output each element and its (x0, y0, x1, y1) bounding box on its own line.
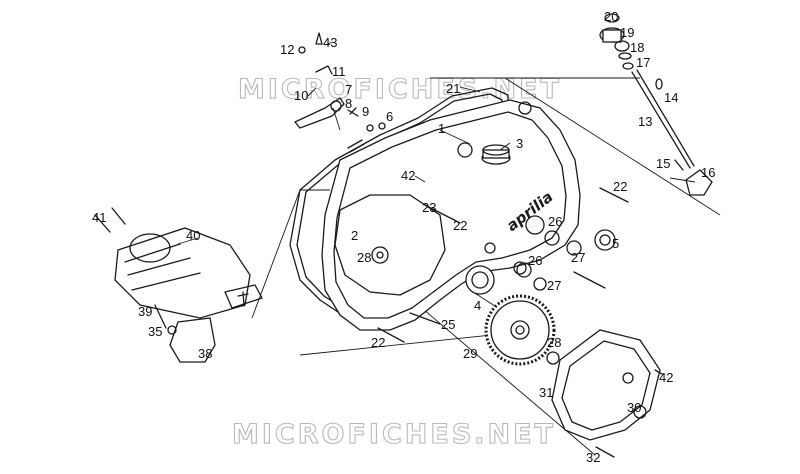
cover-port (525, 215, 545, 235)
cover-boss-3 (513, 261, 527, 275)
callout-5: 5 (612, 236, 619, 251)
callout-31: 31 (539, 385, 553, 400)
washer-35 (167, 325, 177, 335)
cover-boss-1 (457, 142, 473, 158)
callout-25: 25 (441, 317, 455, 332)
callout-27-upper: 27 (571, 250, 585, 265)
side-cover-30 (551, 329, 663, 441)
crankcase-cover (321, 99, 581, 331)
callout-labels: 1 2 3 4 5 6 7 8 9 10 11 12 13 14 15 16 1… (92, 9, 715, 465)
callout-10: 10 (294, 88, 308, 103)
starter-motor (114, 227, 263, 363)
bolt-22-upper (424, 204, 461, 224)
callout-8: 8 (345, 96, 352, 111)
callout-39: 39 (138, 304, 152, 319)
callout-42-cover: 42 (401, 168, 415, 183)
callout-2: 2 (351, 228, 358, 243)
screw-32 (595, 446, 615, 458)
kickstart-shaft-assembly (599, 13, 713, 196)
callout-27-lower: 27 (547, 278, 561, 293)
callout-18: 18 (630, 40, 644, 55)
callout-21: 21 (446, 81, 460, 96)
callout-30: 30 (627, 400, 641, 415)
watermark-bottom: MICROFICHES.NET (232, 419, 556, 450)
callout-14: 14 (664, 90, 678, 105)
cover-flange (333, 111, 567, 319)
callout-41: 41 (92, 210, 106, 225)
callout-1: 1 (438, 121, 445, 136)
bolt-41b (111, 207, 126, 225)
plug-27a (566, 240, 582, 256)
filler-plug-cap (482, 144, 510, 156)
callout-22-mid: 22 (453, 218, 467, 233)
bolt-25 (409, 312, 441, 325)
callout-19: 19 (620, 25, 634, 40)
seal-4-bore (471, 271, 489, 289)
callout-11: 11 (332, 64, 346, 79)
callout-29: 29 (463, 346, 477, 361)
oil-seal-5 (594, 229, 616, 251)
filler-plug-top (482, 149, 510, 159)
callout-28-gear: 28 (547, 335, 561, 350)
bolt-22-right (599, 187, 629, 203)
callout-7: 7 (345, 82, 352, 97)
callout-42-side: 42 (659, 370, 673, 385)
leader-lines (177, 41, 696, 245)
callout-26-lower: 26 (528, 253, 542, 268)
callout-32: 32 (586, 450, 600, 465)
seal-4 (465, 265, 495, 295)
callout-6: 6 (386, 109, 393, 124)
callout-16: 16 (701, 165, 715, 180)
oring-26b (516, 262, 532, 278)
oil-seal-5-bore (599, 234, 611, 246)
cover-boss-2 (518, 101, 532, 115)
callout-22-low: 22 (371, 335, 385, 350)
callout-38: 38 (198, 346, 212, 361)
idler-gear-29 (484, 294, 556, 366)
callout-28-cover: 28 (357, 250, 371, 265)
bearing-28-bore (376, 251, 384, 259)
callout-22-right: 22 (613, 179, 627, 194)
callout-26-upper: 26 (548, 214, 562, 229)
callout-15: 15 (656, 156, 670, 171)
callout-12: 12 (280, 42, 294, 57)
callout-40: 40 (186, 228, 200, 243)
bearing-28 (371, 246, 389, 264)
callout-13: 13 (638, 114, 652, 129)
bolt-39 (154, 304, 167, 329)
plug-27b (533, 277, 547, 291)
callout-35: 35 (148, 324, 162, 339)
callout-20: 20 (604, 9, 618, 24)
release-lever (294, 32, 386, 153)
callout-17: 17 (636, 55, 650, 70)
callout-23: 23 (422, 200, 436, 215)
cover-boss-4 (484, 242, 496, 254)
callout-9: 9 (362, 104, 369, 119)
oring-26a (544, 230, 560, 246)
washer-28-gear (546, 351, 560, 365)
bolt-22-low (377, 327, 405, 343)
callout-43: 43 (323, 35, 337, 50)
bolt-22-mid (573, 271, 606, 289)
bolt-41a (94, 214, 111, 233)
callout-3: 3 (516, 136, 523, 151)
callout-4: 4 (474, 298, 481, 313)
clutch-chamber (334, 194, 446, 296)
